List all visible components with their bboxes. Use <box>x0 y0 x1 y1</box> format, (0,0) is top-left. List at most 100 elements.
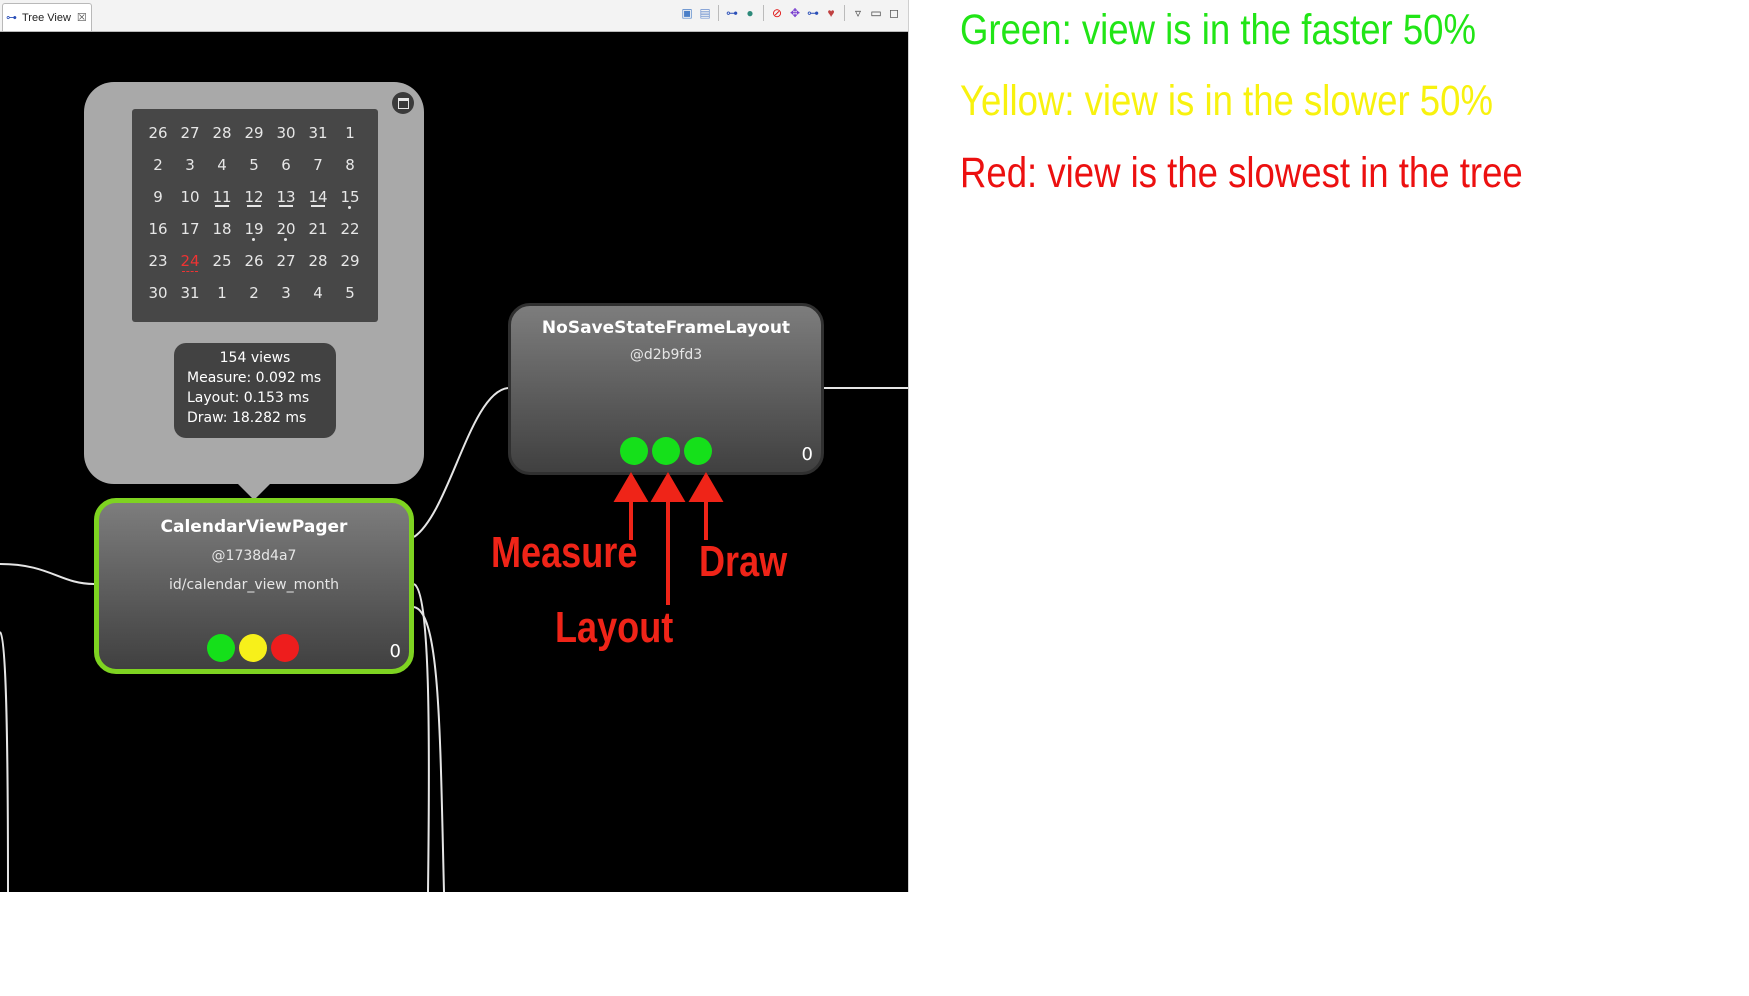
view-menu-icon[interactable]: ▿ <box>854 6 862 20</box>
calendar-day: 30 <box>276 124 296 142</box>
node-title: NoSaveStateFrameLayout <box>541 318 791 338</box>
calendar-day: 16 <box>148 220 168 238</box>
calendar-day: 31 <box>308 124 328 142</box>
node-title: CalendarViewPager <box>160 517 348 537</box>
node-stats: 154 views Measure: 0.092 ms Layout: 0.15… <box>174 343 336 438</box>
tree-view-icon: ⊶ <box>6 12 17 24</box>
calendar-day: 31 <box>180 284 200 302</box>
draw-indicator <box>271 634 299 662</box>
calendar-day: 20 <box>270 213 302 245</box>
display-view-icon[interactable]: ● <box>746 6 754 20</box>
calendar-day: 3 <box>281 284 291 302</box>
tree-view-panel: ⊶ Tree View ☒ ▣ ▤ ⊶ ● ⊘ ✥ ⊶ ♥ ▿ ▭ ◻ <box>0 0 909 892</box>
calendar-day: 6 <box>281 156 291 174</box>
calendar-day: 5 <box>345 284 355 302</box>
maximize-icon[interactable]: ◻ <box>889 6 899 20</box>
measure-time: Measure: 0.092 ms <box>187 370 322 386</box>
calendar-day: 2 <box>153 156 163 174</box>
calendar-day: 13 <box>270 181 302 213</box>
tooltip-pointer <box>236 482 272 500</box>
connector-line <box>413 606 445 892</box>
load-view-hierarchy-icon[interactable]: ⊶ <box>726 6 738 20</box>
calendar-day: 23 <box>148 252 168 270</box>
calendar-day: 2 <box>249 284 259 302</box>
annotation-measure: Measure <box>491 528 638 577</box>
node-no-save-state-frame-layout[interactable]: NoSaveStateFrameLayout @d2b9fd3 0 <box>508 303 824 475</box>
draw-indicator <box>684 437 712 465</box>
profile-nodes-icon[interactable]: ♥ <box>827 6 835 20</box>
toolbar-divider <box>844 5 845 21</box>
calendar-day: 15 <box>334 181 366 213</box>
calendar-day: 21 <box>308 220 328 238</box>
calendar-day: 27 <box>276 252 296 270</box>
save-png-icon[interactable]: ▣ <box>681 6 693 20</box>
annotation-layout: Layout <box>555 603 674 652</box>
calendar-day: 27 <box>180 124 200 142</box>
invalidate-layout-icon[interactable]: ⊘ <box>771 6 783 20</box>
calendar-day: 29 <box>244 124 264 142</box>
legend-green: Green: view is in the faster 50% <box>960 6 1477 54</box>
connector-lines <box>0 387 908 892</box>
calendar-day: 26 <box>148 124 168 142</box>
request-layout-icon[interactable]: ✥ <box>789 6 801 20</box>
tab-tree-view[interactable]: ⊶ Tree View ☒ <box>2 3 92 31</box>
calendar-day: 22 <box>340 220 360 238</box>
maximize-icon-glyph <box>397 97 409 109</box>
annotation-draw: Draw <box>699 537 788 586</box>
calendar-day: 18 <box>212 220 232 238</box>
connector-line <box>0 563 95 585</box>
node-child-count: 0 <box>801 444 813 465</box>
toolbar-divider <box>718 5 719 21</box>
layout-indicator <box>652 437 680 465</box>
calendar-day: 28 <box>308 252 328 270</box>
node-hash: @1738d4a7 <box>211 548 297 564</box>
tab-bar: ⊶ Tree View ☒ ▣ ▤ ⊶ ● ⊘ ✥ ⊶ ♥ ▿ ▭ ◻ <box>0 0 908 32</box>
connector-line <box>413 387 509 538</box>
close-icon[interactable]: ☒ <box>76 12 87 24</box>
calendar-day: 1 <box>345 124 355 142</box>
calendar-day: 29 <box>340 252 360 270</box>
measure-indicator <box>620 437 648 465</box>
calendar-day: 5 <box>249 156 259 174</box>
calendar-day: 12 <box>238 181 270 213</box>
node-hash: @d2b9fd3 <box>629 347 703 363</box>
maximize-icon[interactable] <box>392 92 414 114</box>
calendar-day: 24 <box>174 245 206 277</box>
calendar-day: 7 <box>313 156 323 174</box>
calendar-day: 11 <box>206 181 238 213</box>
legend-yellow: Yellow: view is in the slower 50% <box>960 77 1493 125</box>
measure-indicator <box>207 634 235 662</box>
minimize-icon[interactable]: ▭ <box>870 6 882 20</box>
tab-label: Tree View <box>22 11 71 24</box>
calendar-day: 25 <box>212 252 232 270</box>
node-calendar-view-pager[interactable]: CalendarViewPager @1738d4a7 id/calendar_… <box>94 498 414 674</box>
views-count: 154 views <box>219 350 291 366</box>
calendar-day: 9 <box>153 188 163 206</box>
calendar-day: 17 <box>180 220 200 238</box>
calendar-day: 28 <box>212 124 232 142</box>
node-id: id/calendar_view_month <box>168 577 340 593</box>
calendar-day: 1 <box>217 284 227 302</box>
layout-time: Layout: 0.153 ms <box>187 390 310 406</box>
toolbar-divider <box>763 5 764 21</box>
calendar-day: 10 <box>180 188 200 206</box>
calendar-day: 3 <box>185 156 195 174</box>
calendar-day: 4 <box>217 156 227 174</box>
draw-time: Draw: 18.282 ms <box>187 410 307 426</box>
calendar-day: 8 <box>345 156 355 174</box>
dump-display-list-icon[interactable]: ⊶ <box>807 6 819 20</box>
calendar-day: 26 <box>244 252 264 270</box>
legend-red: Red: view is the slowest in the tree <box>960 149 1523 197</box>
toolbar: ▣ ▤ ⊶ ● ⊘ ✥ ⊶ ♥ ▿ ▭ ◻ <box>679 5 902 21</box>
node-child-count: 0 <box>389 641 401 662</box>
calendar-day: 4 <box>313 284 323 302</box>
calendar-day: 19 <box>238 213 270 245</box>
calendar-day: 14 <box>302 181 334 213</box>
capture-layers-icon[interactable]: ▤ <box>699 6 711 20</box>
connector-line <box>0 631 9 892</box>
calendar-day: 30 <box>148 284 168 302</box>
connector-line <box>413 583 430 892</box>
